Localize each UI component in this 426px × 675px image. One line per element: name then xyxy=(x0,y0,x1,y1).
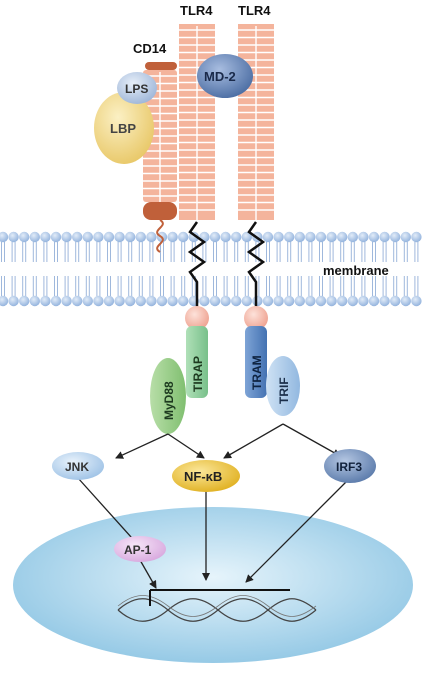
lps-label: LPS xyxy=(125,82,148,96)
dna-helix xyxy=(117,595,317,622)
jnk-kinase xyxy=(52,452,104,480)
jnk-label: JNK xyxy=(65,460,89,474)
nfkb-factor xyxy=(172,460,240,492)
md2-label: MD-2 xyxy=(204,69,236,84)
myd88-label: MyD88 xyxy=(162,381,176,420)
trif-adaptor xyxy=(266,356,300,416)
myd88-adaptor xyxy=(150,358,186,434)
lbp-protein xyxy=(94,92,154,164)
ap1-factor xyxy=(114,536,166,562)
tlr4-right-label: TLR4 xyxy=(238,3,271,18)
irf3-factor xyxy=(324,449,376,483)
tram-label: TRAM xyxy=(250,355,264,390)
md2-protein xyxy=(197,54,253,98)
cd14-label: CD14 xyxy=(133,41,167,56)
tram-tir-domain xyxy=(244,306,268,330)
ap1-label: AP-1 xyxy=(124,543,152,557)
trif-label: TRIF xyxy=(277,377,291,404)
lps-molecule xyxy=(117,72,157,104)
lbp-label: LBP xyxy=(110,121,136,136)
membrane-label: membrane xyxy=(323,263,389,278)
tlr4-left-label: TLR4 xyxy=(180,3,213,18)
tirap-tir-domain xyxy=(185,306,209,330)
irf3-label: IRF3 xyxy=(336,460,362,474)
gene-promoter xyxy=(149,589,290,606)
nucleus xyxy=(13,507,413,663)
tirap-adaptor xyxy=(186,326,208,398)
tirap-label: TIRAP xyxy=(191,356,205,392)
tram-adaptor xyxy=(245,326,267,398)
nfkb-label: NF-κB xyxy=(184,469,222,484)
signaling-arrows xyxy=(77,423,349,589)
